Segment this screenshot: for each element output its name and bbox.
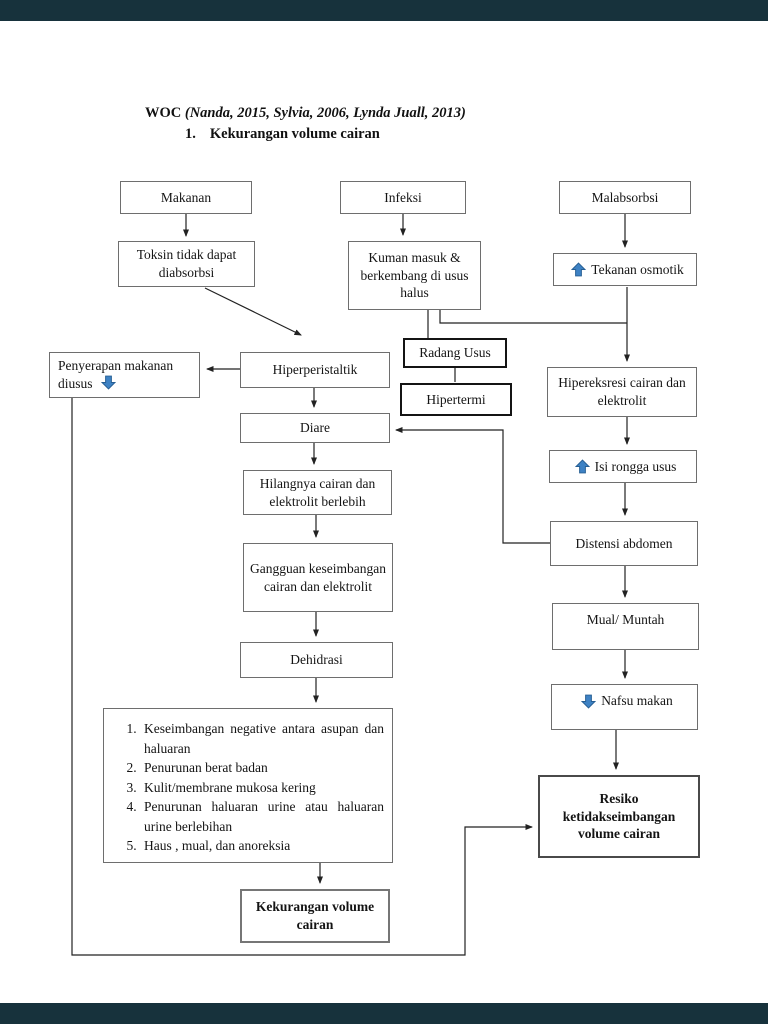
node-label: Infeksi	[384, 189, 422, 205]
symptoms-list: Keseimbangan negative antara asupan dan …	[106, 719, 384, 856]
node-nafsu-makan: Nafsu makan	[551, 684, 698, 730]
list-item: Haus , mual, dan anoreksia	[140, 836, 384, 856]
node-label: Malabsorbsi	[591, 189, 659, 205]
node-label: Resiko ketidakseimbangan volume cairan	[562, 791, 676, 842]
subtitle-text: Kekurangan volume cairan	[209, 126, 380, 142]
page-title: WOC (Nanda, 2015, Sylvia, 2006, Lynda Ju…	[145, 105, 466, 122]
node-diare: Diare	[240, 413, 390, 443]
node-label: Hipereksresi cairan dan elektrolit	[558, 375, 686, 408]
node-label: Dehidrasi	[290, 652, 343, 668]
node-hilangnya-cairan: Hilangnya cairan dan elektrolit berlebih	[243, 470, 392, 515]
node-distensi-abdomen: Distensi abdomen	[550, 521, 698, 566]
title-woc: WOC	[145, 105, 185, 121]
node-resiko-ketidakseimbangan: Resiko ketidakseimbangan volume cairan	[538, 775, 700, 858]
node-label: Hilangnya cairan dan elektrolit berlebih	[259, 475, 376, 509]
list-item: Penurunan haluaran urine atau haluaran u…	[140, 797, 384, 836]
up-arrow-icon	[574, 459, 590, 474]
node-label: Distensi abdomen	[575, 535, 673, 551]
node-label: Makanan	[160, 189, 212, 205]
node-gangguan-keseimbangan: Gangguan keseimbangan cairan dan elektro…	[243, 543, 393, 612]
page-subtitle: 1. Kekurangan volume cairan	[185, 126, 380, 143]
node-label: Kekurangan volume cairan	[255, 899, 375, 932]
symptoms-list-box: Keseimbangan negative antara asupan dan …	[103, 708, 393, 863]
node-mual-muntah: Mual/ Muntah	[552, 603, 699, 650]
node-label: Penyerapan makanan diusus	[58, 358, 174, 391]
node-label: Kuman masuk & berkembang di usus halus	[360, 250, 469, 301]
node-label: Radang Usus	[419, 345, 491, 361]
subtitle-number: 1.	[185, 126, 196, 142]
node-kekurangan-volume-cairan: Kekurangan volume cairan	[240, 889, 390, 943]
node-penyerapan: Penyerapan makanan diusus	[49, 352, 200, 398]
node-label: Tekanan osmotik	[591, 261, 684, 277]
node-infeksi: Infeksi	[340, 181, 466, 214]
node-kuman: Kuman masuk & berkembang di usus halus	[348, 241, 481, 310]
node-label: Nafsu makan	[601, 693, 673, 708]
node-hipereksresi: Hipereksresi cairan dan elektrolit	[547, 367, 697, 417]
title-citation: (Nanda, 2015, Sylvia, 2006, Lynda Juall,…	[184, 105, 466, 121]
list-item: Keseimbangan negative antara asupan dan …	[140, 719, 384, 758]
down-arrow-icon	[100, 375, 116, 390]
node-hipertermi: Hipertermi	[400, 383, 512, 416]
node-label: Isi rongga usus	[594, 458, 677, 474]
node-malabsorbsi: Malabsorbsi	[559, 181, 691, 214]
node-label: Diare	[300, 420, 330, 436]
list-item: Kulit/membrane mukosa kering	[140, 778, 384, 798]
down-arrow-icon	[581, 694, 597, 709]
node-dehidrasi: Dehidrasi	[240, 642, 393, 678]
viewer-bottom-bar	[0, 1003, 768, 1024]
node-radang-usus: Radang Usus	[403, 338, 507, 368]
viewer-top-bar	[0, 0, 768, 21]
node-toksin: Toksin tidak dapat diabsorbsi	[118, 241, 255, 287]
node-label: Toksin tidak dapat diabsorbsi	[136, 247, 237, 280]
node-label: Gangguan keseimbangan cairan dan elektro…	[249, 560, 387, 594]
node-tekanan-osmotik: Tekanan osmotik	[553, 253, 697, 286]
node-makanan: Makanan	[120, 181, 252, 214]
node-label: Hipertermi	[426, 391, 486, 407]
node-isi-rongga-usus: Isi rongga usus	[549, 450, 697, 483]
node-hiperperistaltik: Hiperperistaltik	[240, 352, 390, 388]
node-label: Hiperperistaltik	[272, 362, 358, 378]
up-arrow-icon	[571, 262, 587, 277]
list-item: Penurunan berat badan	[140, 758, 384, 778]
node-label: Mual/ Muntah	[586, 612, 665, 627]
